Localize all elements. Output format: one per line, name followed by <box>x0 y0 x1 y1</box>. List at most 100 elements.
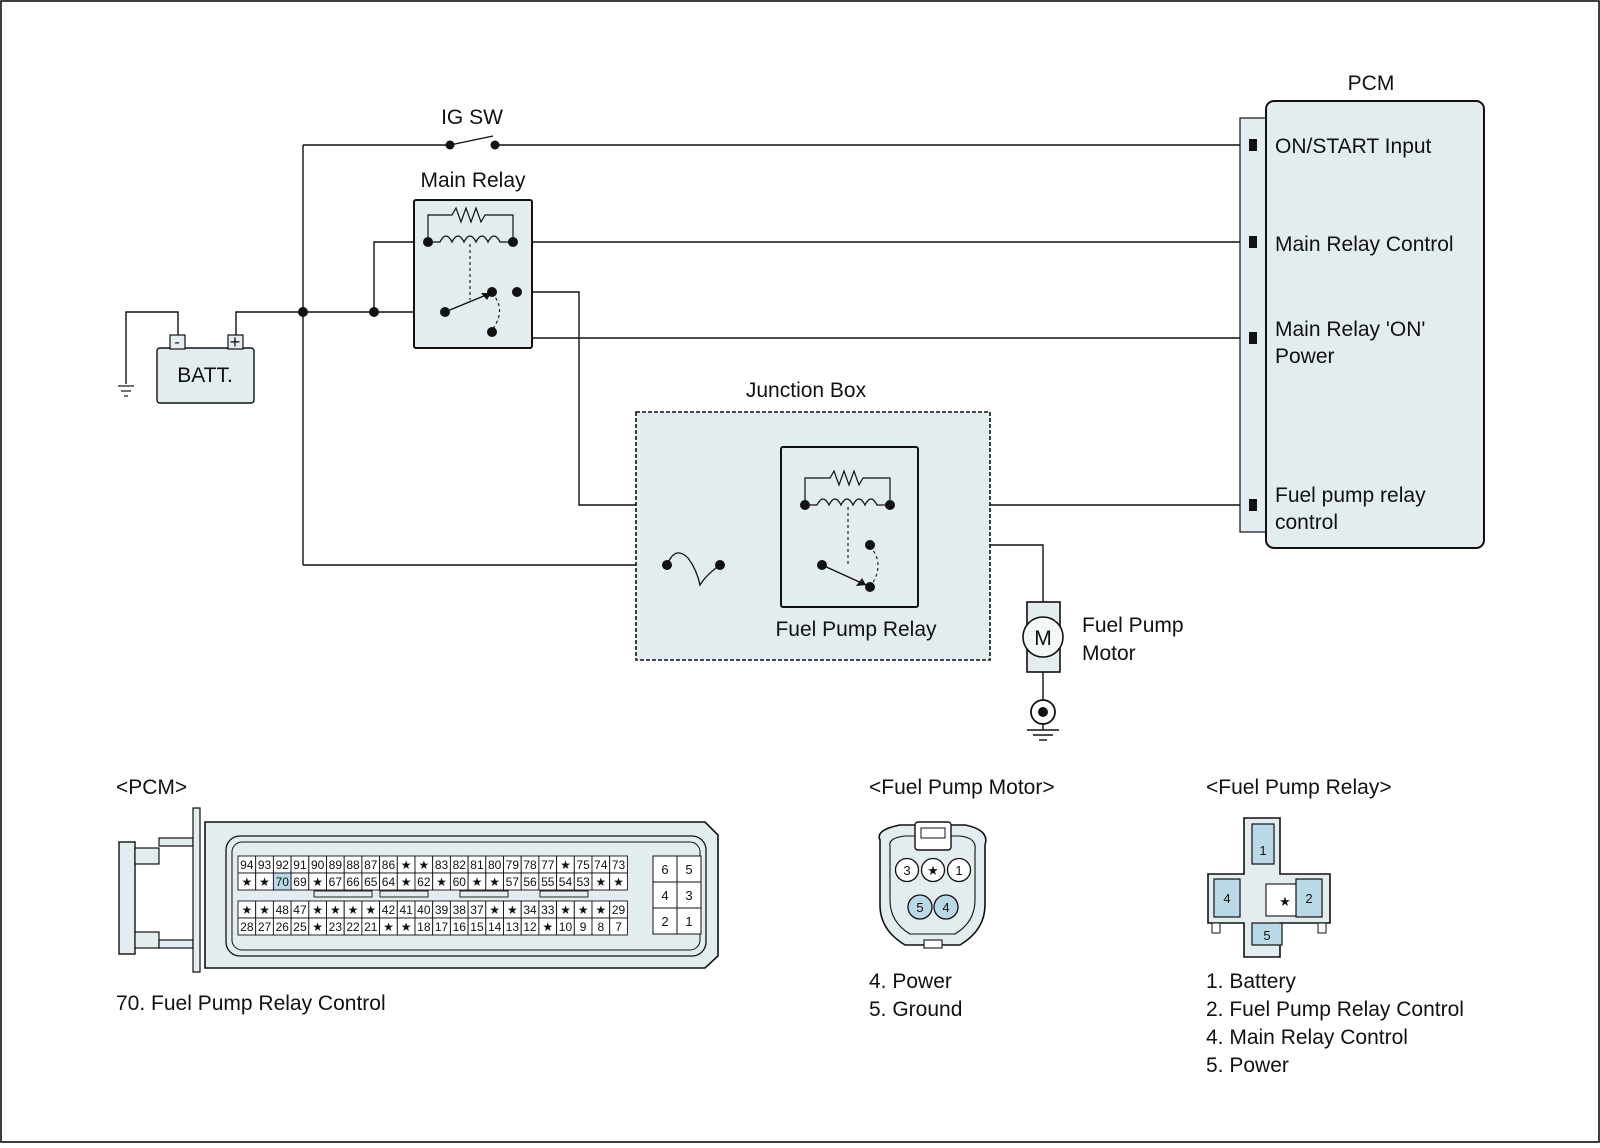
battery-positive-label: + <box>230 332 241 352</box>
pcm-pin-label: 65 <box>364 875 378 889</box>
wire-battery-ground <box>125 311 179 384</box>
fpr-pin-label: 5 <box>1263 928 1270 943</box>
pcm-pin-label: ★ <box>595 875 606 889</box>
pcm-pin-cell <box>609 917 628 936</box>
pcm-pin-label: 80 <box>488 858 502 872</box>
pcm-pin-label: 14 <box>488 920 502 934</box>
pcm-pin-label: 81 <box>470 858 484 872</box>
pcm-pin-label: 48 <box>276 903 290 917</box>
fuel-pump-motor: M Fuel Pump Motor <box>1022 601 1184 673</box>
pcm-pin-label: ★ <box>542 920 553 934</box>
ig-sw-label: IG SW <box>441 106 503 129</box>
main-relay-label: Main Relay <box>420 169 526 192</box>
fpr-legend-2: 4. Main Relay Control <box>1206 1026 1408 1049</box>
junction-box-label: Junction Box <box>746 379 867 402</box>
pcm-key-slot <box>539 890 589 898</box>
pcm-pin-label: ★ <box>312 920 323 934</box>
motor-ground-icon <box>1027 699 1059 741</box>
fpr-pin-label: 4 <box>1223 891 1230 906</box>
battery-negative-label: - <box>174 334 179 351</box>
pcm-pin-label: 78 <box>523 858 537 872</box>
pcm-pin-label: ★ <box>241 875 252 889</box>
pcm-pin-label: 16 <box>453 920 467 934</box>
pcm-pin-label: ★ <box>259 875 270 889</box>
pcm-pin-label: 21 <box>364 920 378 934</box>
pcm-pin-label: 66 <box>346 875 360 889</box>
pcm-pin-label: 38 <box>453 903 467 917</box>
pcm-pin-label: 29 <box>612 903 626 917</box>
pcm-pin-label: ★ <box>401 875 412 889</box>
pcm-pin-label: 91 <box>293 858 307 872</box>
pcm-pin-label: 70 <box>276 875 290 889</box>
pcm-pin-label: 88 <box>346 858 360 872</box>
pcm-side-pin-label: 6 <box>661 862 668 877</box>
pcm-pin-label: ★ <box>401 920 412 934</box>
pcm-pin-label: 69 <box>293 875 307 889</box>
pcm-pin-label: 22 <box>346 920 360 934</box>
pcm-main-relay-on-line2: Power <box>1275 345 1335 368</box>
pcm-pin-label: 39 <box>435 903 449 917</box>
pcm-pin-label: 90 <box>311 858 325 872</box>
junction-dot <box>298 307 308 317</box>
battery: - + BATT. <box>156 332 255 404</box>
pcm-pin-label: ★ <box>330 903 341 917</box>
pcm-pin-label: 9 <box>580 920 587 934</box>
pcm-pin-label: 34 <box>523 903 537 917</box>
pcm-pin-label: 56 <box>523 875 537 889</box>
pcm-pin-label: 93 <box>258 858 272 872</box>
pcm-pin-label: 75 <box>576 858 590 872</box>
pcm-connector-title: <PCM> <box>116 776 187 799</box>
fpm-pin <box>920 857 946 883</box>
wire-battery-positive <box>235 311 303 340</box>
pcm-pin-label: ★ <box>489 903 500 917</box>
fpm-legend-0: 4. Power <box>869 970 952 993</box>
pcm-pin-label: 27 <box>258 920 272 934</box>
fpr-connector-title: <Fuel Pump Relay> <box>1206 776 1392 799</box>
pcm-pin-label: 26 <box>276 920 290 934</box>
fpr-pin <box>1213 878 1241 918</box>
pcm-pin-label: 13 <box>506 920 520 934</box>
pcm-side-cell <box>676 907 702 935</box>
fpr-pin <box>1295 878 1323 918</box>
pcm-pin-label: ★ <box>595 903 606 917</box>
fpr-legend-1: 2. Fuel Pump Relay Control <box>1206 998 1464 1021</box>
fpm-pin-label: 3 <box>903 863 910 878</box>
pcm-key-slot <box>313 890 373 898</box>
pcm-pin-label: 54 <box>559 875 573 889</box>
pcm-pin-label: 23 <box>329 920 343 934</box>
wire-branch-coil <box>373 241 428 312</box>
pcm-connector-note: 70. Fuel Pump Relay Control <box>116 992 386 1015</box>
fuel-pump-relay: Fuel Pump Relay <box>775 446 937 641</box>
pcm-pin-label: 37 <box>470 903 484 917</box>
pcm-title: PCM <box>1348 72 1395 95</box>
pcm-pin-label: 92 <box>276 858 290 872</box>
pcm-side-pin-label: 1 <box>685 914 692 929</box>
pcm-side-pin-label: 4 <box>661 888 668 903</box>
fpm-pin <box>946 857 972 883</box>
pcm-side-pin-label: 3 <box>685 888 692 903</box>
fpm-pin-label: 5 <box>916 900 923 915</box>
pcm-pin-label: 18 <box>417 920 431 934</box>
pcm-pin-label: 62 <box>417 875 431 889</box>
pcm-pin-label: 8 <box>598 920 605 934</box>
pcm-pin-label: ★ <box>560 903 571 917</box>
pcm-pin-label: 15 <box>470 920 484 934</box>
pcm-side-pin-label: 5 <box>685 862 692 877</box>
pcm-pin-label: ★ <box>401 858 412 872</box>
fpr-pin-label: 1 <box>1259 843 1266 858</box>
pcm-pin-label: 17 <box>435 920 449 934</box>
pcm-pin-label: ★ <box>312 903 323 917</box>
pcm-pin-label: 87 <box>364 858 378 872</box>
pcm-pin-label: 83 <box>435 858 449 872</box>
fpr-pin-label: 2 <box>1305 891 1312 906</box>
fuel-pump-relay-connector: <Fuel Pump Relay> 12★45 1. Battery 2. Fu… <box>1206 776 1464 1077</box>
fpm-pin <box>907 894 933 920</box>
pcm-pin-label: 40 <box>417 903 431 917</box>
pcm-pin-label: ★ <box>613 875 624 889</box>
pcm-pin-label: ★ <box>365 903 376 917</box>
fpm-pin <box>933 894 959 920</box>
main-relay: Main Relay <box>413 169 533 349</box>
